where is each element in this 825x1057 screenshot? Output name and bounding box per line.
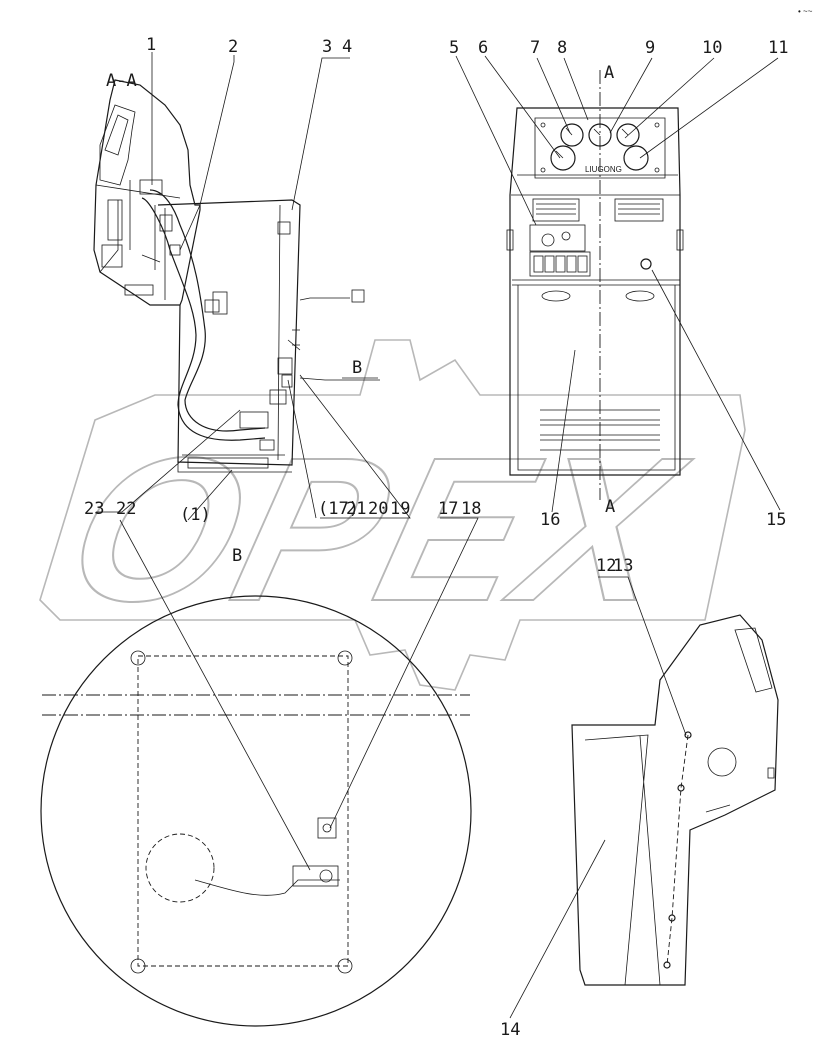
callout-17a: 17 xyxy=(438,499,458,519)
left-handle xyxy=(541,290,571,302)
callout-13: 13 xyxy=(613,556,633,576)
callout-1b: (1) xyxy=(180,505,211,525)
section-aa-label: A-A xyxy=(106,71,137,91)
gauge-7 xyxy=(560,123,584,147)
gauge-6 xyxy=(550,145,576,171)
section-aa-cable-harness xyxy=(149,189,266,432)
cut-a-top-label: A xyxy=(604,63,614,83)
side-view xyxy=(571,614,779,986)
callout-18: 18 xyxy=(461,499,481,519)
callouts: 1 2 3 4 5 6 7 8 9 10 11 12 13 14 15 16 1… xyxy=(84,35,788,1040)
detail-b-circle xyxy=(40,595,472,1027)
callout-3: 3 xyxy=(322,37,332,57)
side-view-outline xyxy=(571,614,779,986)
callout-16: 16 xyxy=(540,510,560,530)
section-b-marker: B xyxy=(352,358,362,378)
section-b-cut-line xyxy=(299,297,380,381)
gauge-plate xyxy=(534,117,666,179)
switch-row xyxy=(529,251,591,277)
callout-17b: (17) xyxy=(318,499,359,519)
cut-a-bottom-label: A xyxy=(605,497,615,517)
callout-6: 6 xyxy=(478,38,488,58)
side-view-port xyxy=(707,747,737,777)
section-aa-bracket xyxy=(139,179,163,195)
brand-label: LIUGONG xyxy=(585,165,622,174)
key-switch xyxy=(541,233,555,247)
detail-b-hole xyxy=(145,833,215,903)
right-vent xyxy=(614,198,664,222)
gauge-11 xyxy=(623,145,649,171)
callout-19: 19 xyxy=(390,499,410,519)
key-switch-panel xyxy=(529,224,586,252)
callout-14: 14 xyxy=(500,1020,520,1040)
callout-21: 21 xyxy=(346,499,366,519)
detail-b-plate xyxy=(137,655,349,967)
detail-b-view: B xyxy=(40,546,472,1027)
callout-22: 22 xyxy=(116,499,136,519)
callout-11: 11 xyxy=(768,38,788,58)
detail-b-terminal xyxy=(292,865,339,887)
callout-15: 15 xyxy=(766,510,786,530)
callout-4: 4 xyxy=(342,37,352,57)
watermark-text: OPEX xyxy=(49,416,705,644)
callout-5: 5 xyxy=(449,38,459,58)
watermark: OPEX xyxy=(39,339,746,691)
view-b-label: B xyxy=(232,546,242,566)
left-vent xyxy=(532,198,580,222)
socket-15 xyxy=(640,258,652,270)
callout-2: 2 xyxy=(228,37,238,57)
front-view-outline xyxy=(509,107,681,476)
callout-8: 8 xyxy=(557,38,567,58)
callout-12: 12 xyxy=(596,556,616,576)
callout-9: 9 xyxy=(645,38,655,58)
callout-20: 20 xyxy=(368,499,388,519)
section-aa-console-body xyxy=(157,199,301,466)
corner-mark: • ~~ xyxy=(798,7,813,16)
callout-1: 1 xyxy=(146,35,156,55)
gauge-10 xyxy=(616,123,640,147)
watermark-gear-outline xyxy=(39,339,746,691)
right-handle xyxy=(625,290,655,302)
callout-7: 7 xyxy=(530,38,540,58)
leader-lines xyxy=(96,52,781,1019)
section-aa-view: B A-A xyxy=(93,71,380,473)
callout-23: 23 xyxy=(84,499,104,519)
side-view-display xyxy=(734,627,773,693)
section-aa-gauge-pod xyxy=(99,104,136,186)
callout-10: 10 xyxy=(702,38,722,58)
